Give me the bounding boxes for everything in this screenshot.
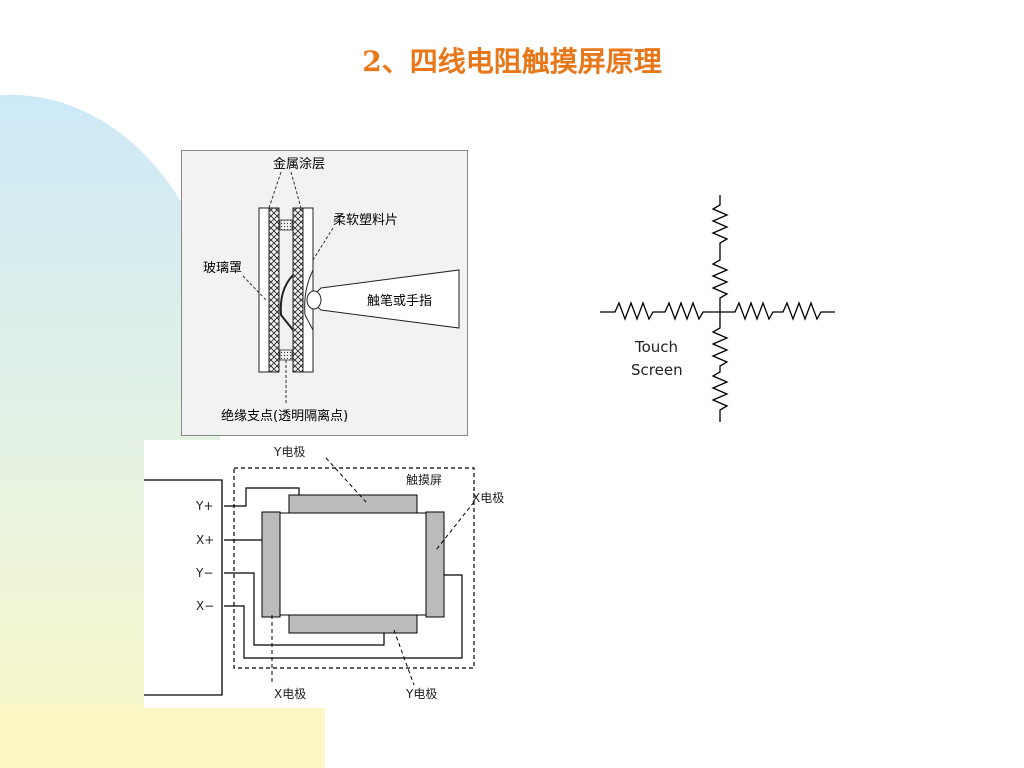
wiring-diagram: Y+ X+ Y− X− Y电极 触摸屏 X电极 X电极 Y电极 — [144, 440, 524, 708]
label-metal-coating: 金属涂层 — [273, 156, 325, 172]
label-plastic-sheet: 柔软塑料片 — [333, 213, 398, 228]
resistor-label-line2: Screen — [631, 361, 683, 379]
terminal-y-minus: Y− — [195, 566, 213, 580]
terminal-x-minus: X− — [196, 599, 214, 613]
terminal-x-plus: X+ — [196, 533, 214, 547]
resistor-network-diagram: Touch Screen — [600, 195, 835, 422]
label-glass-cover: 玻璃罩 — [203, 261, 242, 276]
resistor-label-line1: Touch — [634, 338, 678, 356]
cross-section-diagram: 金属涂层 柔软塑料片 玻璃罩 触笔或手指 绝缘支点(透明隔离点) — [181, 150, 468, 436]
label-insulating-dots: 绝缘支点(透明隔离点) — [221, 408, 348, 424]
label-y-electrode-top: Y电极 — [273, 445, 305, 459]
terminal-y-plus: Y+ — [195, 499, 213, 513]
label-x-electrode-right: X电极 — [472, 491, 504, 505]
label-touch-screen: 触摸屏 — [406, 473, 442, 487]
label-y-electrode-bottom: Y电极 — [405, 687, 437, 701]
slide-title: 2、四线电阻触摸屏原理 — [362, 45, 662, 78]
label-x-electrode-bottom: X电极 — [274, 687, 306, 701]
label-stylus: 触笔或手指 — [367, 293, 432, 309]
